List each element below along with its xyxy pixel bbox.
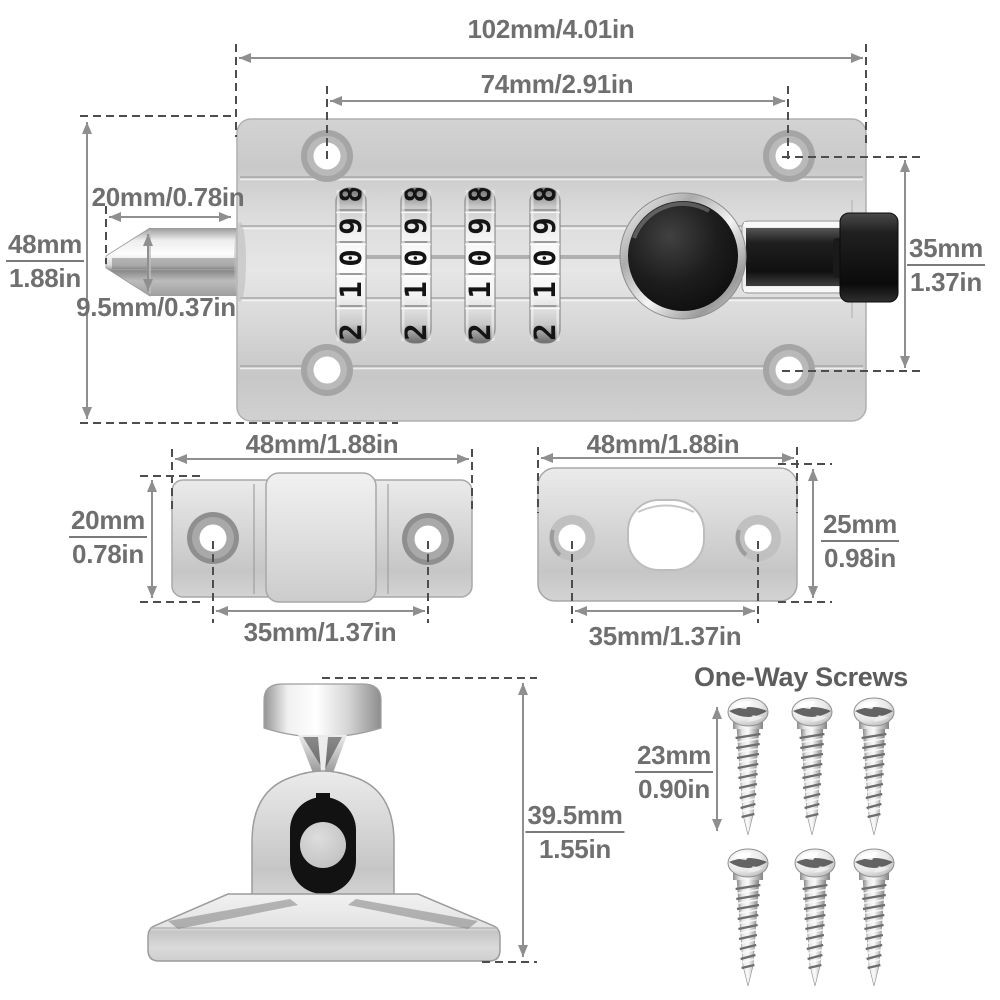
side-bolt-hole: [300, 822, 346, 868]
screw-3: [852, 696, 896, 837]
slide-bolt-pin: [105, 227, 242, 297]
dim-label-hole-vspan: 35mm 1.37in: [907, 234, 985, 297]
mounting-holes: [301, 130, 815, 396]
lock-top-view: [80, 44, 922, 424]
dim-label-side-height: 39.5mm 1.55in: [525, 801, 625, 864]
dim-value-mm: 35mm: [907, 234, 985, 266]
strike-plate-hole: [735, 515, 781, 561]
dim-label-keeper-hole-span: 35mm/1.37in: [243, 617, 397, 647]
dim-label-plate-width: 48mm/1.88in: [586, 429, 740, 459]
dim-label-bolt-length: 20mm/0.78in: [91, 182, 245, 212]
knob-face: [628, 201, 738, 311]
keeper-center-block: [265, 472, 377, 603]
side-knob-cap: [263, 683, 382, 738]
screw-4: [726, 847, 770, 988]
dim-value-in: 0.98in: [824, 542, 896, 573]
dim-label-body-height: 48mm 1.88in: [6, 230, 84, 293]
keeper-bracket-view: [140, 449, 473, 623]
lock-knob: [619, 192, 747, 320]
dim-label-plate-height: 25mm 0.98in: [821, 510, 899, 573]
dim-value-mm: 39.5mm: [525, 801, 625, 833]
strike-plate-hole: [549, 515, 595, 561]
dim-label-bolt-diameter: 9.5mm/0.37in: [76, 292, 236, 322]
combination-dial-3: [463, 185, 497, 343]
strike-plate-bolt-hole: [627, 499, 705, 571]
dim-label-plate-hole-span: 35mm/1.37in: [588, 621, 742, 651]
dim-label-hole-span: 74mm/2.91in: [480, 69, 634, 99]
latch-assembly: [741, 212, 899, 303]
dim-value-mm: 25mm: [821, 510, 899, 542]
dim-label-keeper-height: 20mm 0.78in: [69, 506, 147, 569]
dim-label-screw-length: 23mm 0.90in: [635, 741, 713, 804]
base-slot-right: [348, 899, 478, 929]
dim-value-mm: 48mm: [6, 230, 84, 262]
screw-5: [793, 847, 837, 988]
screws-set: [712, 696, 896, 988]
dim-value-in: 0.78in: [72, 538, 144, 569]
knob-highlight: [632, 201, 711, 239]
latch-end-cap: [839, 212, 899, 303]
strike-plate-view: [537, 447, 832, 623]
side-bolt-channel: [290, 793, 356, 898]
dim-label-keeper-width: 48mm/1.88in: [245, 429, 399, 459]
combination-dial-1: [334, 185, 368, 343]
bolt-reflection-band: [112, 258, 242, 269]
dim-value-mm: 23mm: [635, 741, 713, 773]
base-slot-left: [168, 899, 298, 929]
dim-value-in: 1.88in: [9, 262, 81, 293]
lock-side-view: [147, 677, 537, 963]
latch-bar: [746, 228, 850, 286]
dimensions-lock: [80, 44, 922, 424]
mounting-hole: [301, 344, 353, 396]
keeper-hole: [187, 512, 239, 564]
combination-dial-2: [399, 185, 433, 343]
dim-value-in: 0.90in: [638, 773, 710, 804]
dim-label-total-width: 102mm/4.01in: [467, 14, 635, 44]
dimensions-side-view: [322, 677, 537, 963]
screw-6: [852, 847, 896, 988]
dimensions-strike-plate: [537, 447, 832, 623]
dim-value-mm: 20mm: [69, 506, 147, 538]
dim-value-in: 1.37in: [910, 266, 982, 297]
bolt-shaft: [150, 228, 242, 296]
keeper-hole: [402, 513, 454, 565]
screw-2: [790, 696, 834, 837]
dim-value-in: 1.55in: [539, 833, 611, 864]
combination-dial-4: [528, 185, 562, 343]
dimensions-keeper: [140, 449, 473, 623]
screws-title: One-Way Screws: [694, 662, 908, 692]
screw-1: [726, 696, 770, 837]
